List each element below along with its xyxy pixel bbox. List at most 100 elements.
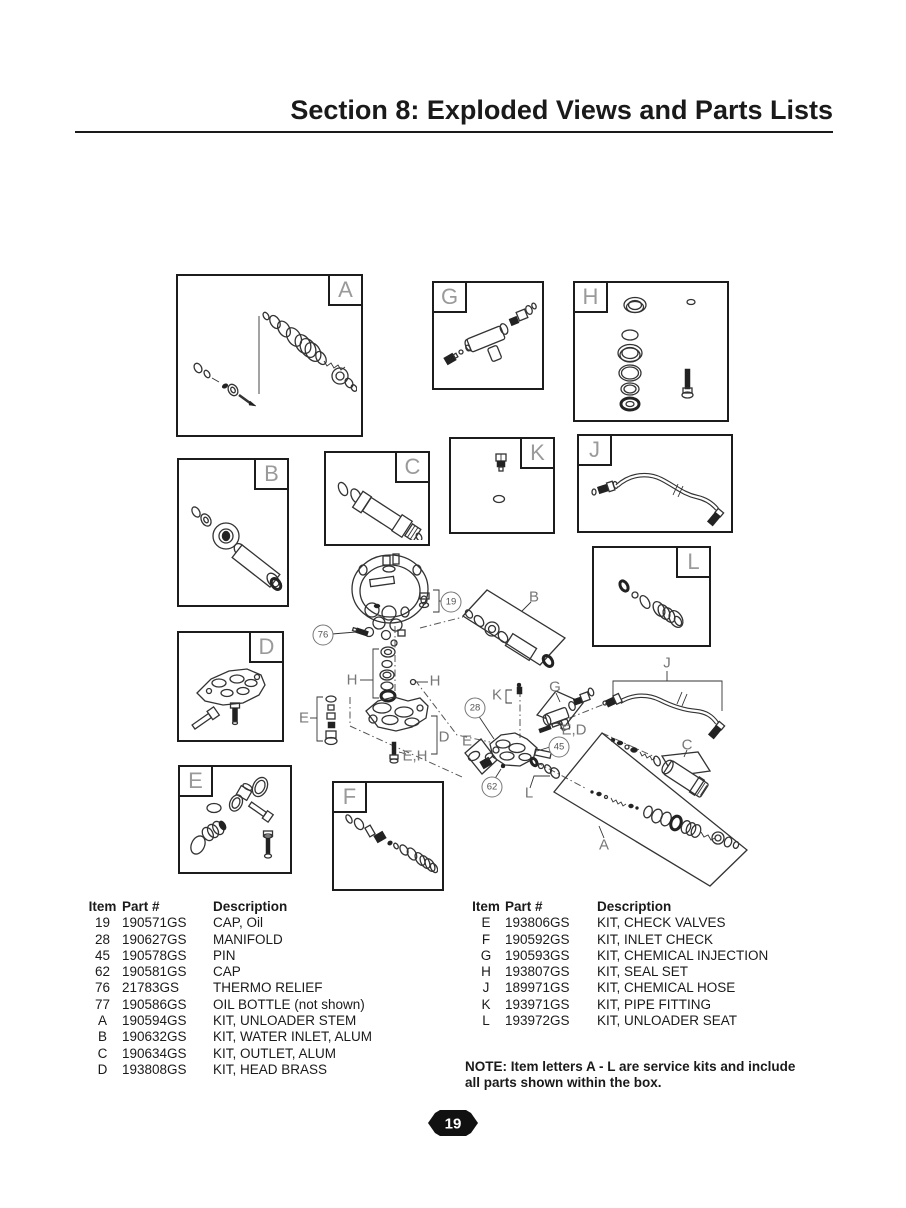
- table-row: 28 190627GS MANIFOLD: [83, 932, 372, 948]
- callout-b: B: [528, 588, 540, 606]
- cell-description: THERMO RELIEF: [213, 980, 323, 996]
- kit-box-b: B: [177, 458, 289, 607]
- table-header-row: Item Part # Description: [83, 899, 372, 915]
- kit-box-e: E: [178, 765, 292, 874]
- kit-box-f-label: F: [332, 781, 367, 813]
- kit-box-h: H: [573, 281, 729, 422]
- kit-box-k: K: [449, 437, 555, 534]
- kit-a-parts-drawing: [193, 311, 357, 407]
- cell-description: KIT, OUTLET, ALUM: [213, 1045, 337, 1061]
- cell-part-number: 190632GS: [122, 1029, 187, 1045]
- cell-description: CAP: [213, 964, 241, 980]
- cell-part-number: 193808GS: [122, 1061, 187, 1077]
- kit-d-parts-drawing: [191, 668, 266, 730]
- kit-box-d-label: D: [249, 631, 284, 663]
- kit-box-g-label: G: [432, 281, 467, 313]
- kit-j-parts-drawing: [591, 472, 725, 527]
- cell-description: KIT, PIPE FITTING: [597, 996, 712, 1012]
- cell-part-number: 190586GS: [122, 996, 187, 1012]
- note-label: NOTE:: [465, 1058, 507, 1074]
- cell-part-number: 189971GS: [505, 980, 570, 996]
- thermo-relief-drawing: [331, 626, 369, 637]
- kit-box-c-label: C: [395, 451, 430, 483]
- cell-item: D: [97, 1061, 108, 1077]
- cell-item: 45: [94, 947, 111, 963]
- kit-k-parts-drawing: [492, 453, 507, 504]
- kit-e-parts-drawing: [190, 776, 275, 859]
- cell-item: L: [482, 1013, 490, 1029]
- parts-table-left-body: 19 190571GS CAP, Oil 28 190627GS MANIFOLD 45 19…: [83, 915, 372, 1078]
- table-row: 19 190571GS CAP, Oil: [83, 915, 372, 931]
- callout-45: 45: [548, 736, 570, 758]
- chemical-hose-drawing: [602, 671, 726, 740]
- cell-part-number: 21783GS: [122, 980, 180, 996]
- kit-box-b-label: B: [254, 458, 289, 490]
- kit-l-parts-drawing: [618, 579, 684, 629]
- pipe-fitting-drawing: [505, 682, 523, 704]
- column-header-item: Item: [88, 899, 117, 914]
- kit-box-c: C: [324, 451, 430, 546]
- column-header-part: Part #: [122, 899, 160, 914]
- cell-item: E: [481, 915, 491, 931]
- callout-k: K: [491, 686, 503, 704]
- cell-description: CAP, Oil: [213, 915, 264, 931]
- kit-box-j: J: [577, 434, 733, 533]
- cell-item: 76: [94, 980, 111, 996]
- service-kit-note: NOTE: Item letters A - L are service kit…: [465, 1059, 810, 1092]
- callout-g: G: [549, 678, 561, 696]
- outlet-group-drawing: [660, 749, 712, 798]
- cell-description: MANIFOLD: [213, 931, 283, 947]
- callout-e-h: E,H: [402, 747, 428, 765]
- callout-62: 62: [481, 776, 503, 798]
- cell-item: 28: [94, 931, 111, 947]
- parts-table-left: Item Part # Description 19 190571GS CAP, O…: [83, 899, 372, 1078]
- cell-description: PIN: [213, 947, 236, 963]
- callout-28: 28: [464, 697, 486, 719]
- cell-description: KIT, SEAL SET: [597, 964, 689, 980]
- table-row: 62 190581GS CAP: [83, 964, 372, 980]
- cell-description: OIL BOTTLE (not shown): [213, 996, 365, 1012]
- kit-box-e-label: E: [178, 765, 213, 797]
- cell-item: 19: [94, 915, 111, 931]
- cell-description: KIT, WATER INLET, ALUM: [213, 1029, 373, 1045]
- cell-item: J: [482, 980, 490, 996]
- outlet-chain-drawing: [610, 737, 661, 767]
- kit-box-k-label: K: [520, 437, 555, 469]
- cell-part-number: 190571GS: [122, 915, 187, 931]
- manifold-drawing: [477, 714, 553, 767]
- table-row: B 190632GS KIT, WATER INLET, ALUM: [83, 1029, 372, 1045]
- cell-item: F: [481, 931, 491, 947]
- cell-description: KIT, CHEMICAL INJECTION: [597, 947, 769, 963]
- callout-l: L: [524, 784, 534, 802]
- cell-part-number: 190634GS: [122, 1045, 187, 1061]
- cell-description: KIT, HEAD BRASS: [213, 1061, 328, 1077]
- kit-box-h-label: H: [573, 281, 608, 313]
- kit-c-parts-drawing: [337, 481, 423, 540]
- title-rule: [75, 131, 833, 133]
- cell-part-number: 190627GS: [122, 931, 187, 947]
- callout-76: 76: [312, 624, 334, 646]
- callout-e-left: E: [298, 709, 310, 727]
- cell-item: B: [97, 1029, 107, 1045]
- table-header-row: Item Part # Description: [467, 899, 768, 915]
- cell-part-number: 190581GS: [122, 964, 187, 980]
- kit-box-l-label: L: [676, 546, 711, 578]
- cell-item: 62: [94, 964, 111, 980]
- unloader-stem-group-drawing: [553, 732, 748, 887]
- callout-a: A: [598, 836, 610, 854]
- callout-h-left: H: [346, 671, 358, 689]
- column-header-item: Item: [472, 899, 500, 914]
- cell-part-number: 190593GS: [505, 947, 570, 963]
